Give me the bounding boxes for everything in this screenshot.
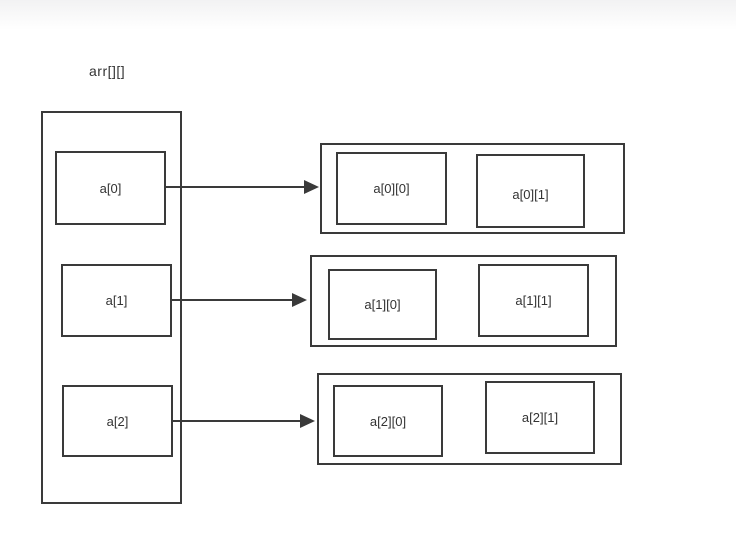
row-container-1	[310, 255, 617, 347]
row-container-2	[317, 373, 622, 465]
array-cell-a1-1: a[1][1]	[478, 264, 589, 337]
pointer-array-outer-box	[41, 111, 182, 504]
array-cell-a0-1: a[0][1]	[476, 154, 585, 228]
array-cell-a2-0: a[2][0]	[333, 385, 443, 457]
pointer-cell-a0: a[0]	[55, 151, 166, 225]
array-cell-a2-1: a[2][1]	[485, 381, 595, 454]
diagram-title: arr[][]	[89, 63, 126, 79]
arrow-line	[166, 186, 307, 188]
arrow-head-icon	[292, 293, 307, 307]
row-container-0	[320, 143, 625, 234]
arrow-head-icon	[300, 414, 315, 428]
arrow-line	[172, 299, 295, 301]
arrow-head-icon	[304, 180, 319, 194]
pointer-cell-a2: a[2]	[62, 385, 173, 457]
arrow-line	[173, 420, 303, 422]
pointer-cell-a1: a[1]	[61, 264, 172, 337]
array-cell-a1-0: a[1][0]	[328, 269, 437, 340]
array-cell-a0-0: a[0][0]	[336, 152, 447, 225]
